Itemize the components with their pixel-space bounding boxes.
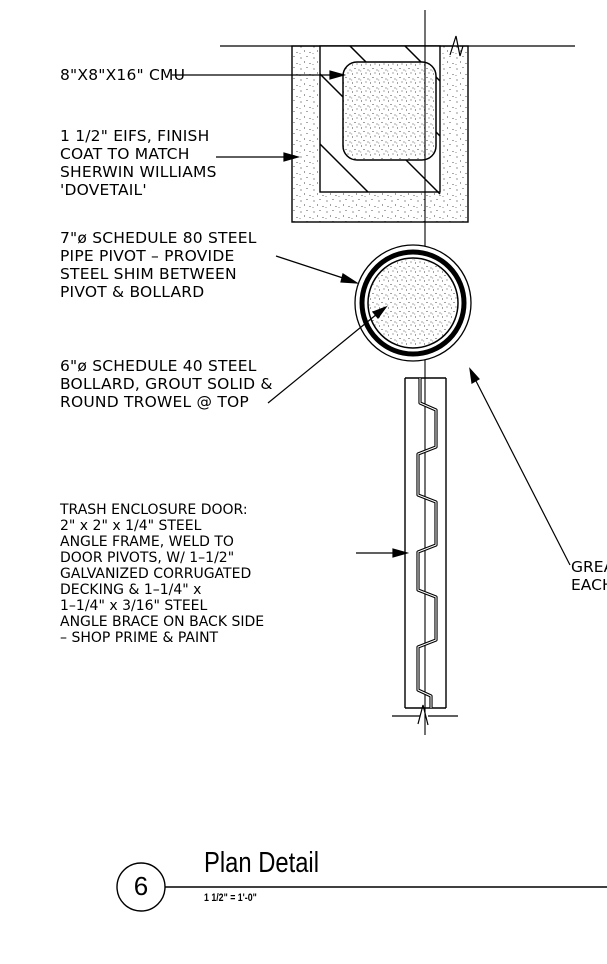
note-grease-line: EACH xyxy=(571,576,607,594)
note-pivot-line: STEEL SHIM BETWEEN xyxy=(60,265,237,283)
note-door-line: 2" x 2" x 1/4" STEEL xyxy=(60,518,202,534)
note-door-line: TRASH ENCLOSURE DOOR: xyxy=(60,502,248,518)
leader-grease xyxy=(475,380,571,566)
note-door-line: – SHOP PRIME & PAINT xyxy=(60,630,219,646)
note-eifs-line: 1 1/2" EIFS, FINISH xyxy=(60,127,210,145)
note-door-line: ANGLE BRACE ON BACK SIDE xyxy=(60,614,265,630)
note-pivot-line: PIVOT & BOLLARD xyxy=(60,283,205,301)
door-break-line xyxy=(392,704,458,726)
detail-bubble xyxy=(116,862,607,912)
note-bollard-line: ROUND TROWEL @ TOP xyxy=(60,393,249,411)
note-eifs-line: 'DOVETAIL' xyxy=(60,181,147,199)
cmu-block xyxy=(342,61,437,161)
note-pivot-line: 7"ø SCHEDULE 80 STEEL xyxy=(60,229,257,247)
detail-scale: 1 1/2" = 1'-0" xyxy=(204,892,257,904)
detail-title: Plan Detail xyxy=(204,847,320,879)
trash-enclosure-door xyxy=(404,377,447,709)
note-door-line: ANGLE FRAME, WELD TO xyxy=(60,534,234,550)
note-door-line: DECKING & 1–1/4" x xyxy=(60,582,202,598)
note-door-line: 1–1/4" x 3/16" STEEL xyxy=(60,598,208,614)
pipe-pivot xyxy=(354,244,472,362)
note-eifs-line: COAT TO MATCH xyxy=(60,145,190,163)
note-pivot-line: PIPE PIVOT – PROVIDE xyxy=(60,247,235,265)
leader-pivot xyxy=(275,255,347,280)
note-bollard-line: 6"ø SCHEDULE 40 STEEL xyxy=(60,357,257,375)
note-cmu: 8"X8"X16" CMU xyxy=(60,66,186,84)
leader-lines xyxy=(172,70,571,566)
note-door-line: DOOR PIVOTS, W/ 1–1/2" xyxy=(60,550,235,566)
detail-number: 6 xyxy=(133,871,149,901)
leader-bollard xyxy=(267,313,378,404)
note-door-line: GALVANIZED CORRUGATED xyxy=(60,566,252,582)
note-grease-line: GREA xyxy=(571,558,607,576)
note-bollard-line: BOLLARD, GROUT SOLID & xyxy=(60,375,273,393)
note-eifs-line: SHERWIN WILLIAMS xyxy=(60,163,217,181)
